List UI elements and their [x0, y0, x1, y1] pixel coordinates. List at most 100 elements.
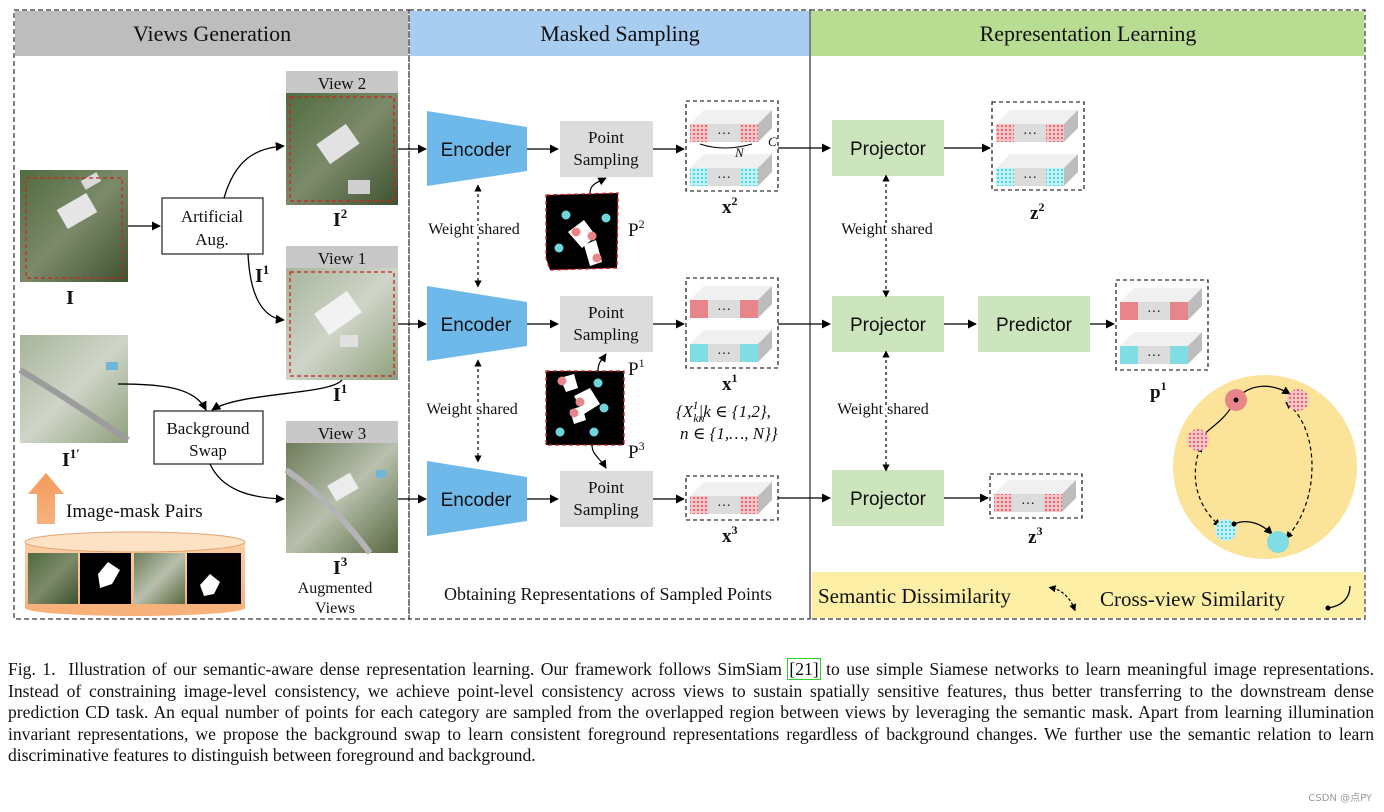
mask-p1-label: P1	[628, 356, 645, 380]
artificial-aug-label-1: Artificial	[181, 207, 244, 226]
weight-shared-encoder-label-1: Weight shared	[428, 221, 520, 238]
feature-p1-dots-2: ···	[1147, 349, 1161, 364]
view2-label: I2	[333, 206, 347, 231]
view3-title-bg	[286, 421, 398, 443]
figure-caption: Fig. 1. Illustration of our semantic-awa…	[8, 658, 1374, 767]
feature-p1	[1115, 279, 1209, 371]
view3-label: I3	[333, 554, 348, 579]
predictor-label: Predictor	[996, 315, 1073, 336]
encoder-bot-label: Encoder	[441, 490, 512, 511]
feature-x1-dots-2: ···	[717, 347, 731, 362]
legend-dissimilarity-label: Semantic Dissimilarity	[818, 584, 1012, 608]
framework-diagram: Views Generation Masked Sampling Represe…	[13, 9, 1366, 620]
feature-x2-n: N	[734, 145, 745, 160]
legend-dissimilarity-icon	[1048, 585, 1077, 612]
mask-p2-label: P2	[628, 217, 645, 241]
weight-shared-projector-label-2: Weight shared	[837, 401, 929, 418]
point-sampling-top-l1: Point	[588, 128, 624, 147]
masked-header	[410, 11, 809, 56]
legend-bar	[812, 572, 1364, 618]
feature-x2-dots-1: ···	[717, 127, 731, 142]
caption-text-2: to use simple Siamese networks to learn …	[8, 659, 1374, 765]
weight-shared-encoder-label-2: Weight shared	[426, 401, 518, 418]
feature-x2-c: C	[768, 134, 777, 149]
background-swap-box	[153, 410, 264, 465]
repr-header	[811, 11, 1364, 56]
point-sampling-mid	[560, 296, 653, 352]
caption-fig-label: Fig. 1.	[8, 659, 56, 679]
views-header-title: Views Generation	[133, 21, 291, 46]
point-sampling-bot-l1: Point	[588, 478, 624, 497]
view1-title: View 1	[318, 249, 367, 268]
repr-header-title: Representation Learning	[980, 21, 1197, 46]
encoder-top-label: Encoder	[441, 140, 512, 161]
point-sampling-bot-l2: Sampling	[573, 500, 639, 519]
feature-z2-dots-1: ···	[1023, 127, 1037, 142]
projector-bot	[832, 470, 944, 526]
background-image-label: I1′	[62, 446, 80, 471]
masked-footer: Obtaining Representations of Sampled Poi…	[444, 584, 772, 604]
feature-x2	[685, 100, 779, 192]
source-image-label: I	[66, 287, 74, 309]
masked-header-title: Masked Sampling	[540, 21, 700, 46]
point-sampling-bot	[560, 471, 653, 527]
arrow-p2-to-sampling	[589, 177, 607, 194]
encoder-mid-label: Encoder	[441, 315, 512, 336]
embedding-space-circle	[1173, 375, 1357, 559]
augmented-views-1: Augmented	[298, 580, 373, 597]
view2-title-bg	[286, 71, 398, 93]
background-image	[18, 335, 130, 443]
view3-image	[284, 443, 398, 555]
feature-z2-dots-2: ···	[1023, 171, 1037, 186]
arrow-aug-to-view1	[247, 253, 285, 324]
arrow-p3-to-sampling	[591, 444, 607, 469]
weight-shared-projector-label-1: Weight shared	[841, 221, 933, 238]
arrow-swap-to-view3	[209, 463, 285, 504]
arrow-bg-image-to-swap	[117, 383, 207, 411]
projector-top	[832, 120, 944, 176]
feature-x1-dots-1: ···	[717, 303, 731, 318]
arrow-view1-to-swap	[211, 379, 343, 411]
encoder-bot	[427, 461, 527, 536]
legend-similarity-dot	[1325, 605, 1331, 611]
background-swap-label-1: Background	[166, 419, 250, 438]
dataset-cylinder	[24, 531, 246, 616]
view1-title-bg	[286, 246, 398, 268]
mask-p1	[545, 370, 625, 446]
feature-z3-dots: ···	[1021, 497, 1035, 512]
legend-similarity-icon	[1327, 585, 1351, 609]
feature-z3-label: z3	[1028, 524, 1042, 548]
projector-mid	[832, 296, 944, 352]
view1-label: I1	[333, 381, 347, 406]
feature-p1-label: p1	[1150, 379, 1167, 403]
feature-x3-dots: ···	[717, 499, 731, 514]
up-arrow	[28, 473, 64, 524]
view1-image	[286, 268, 398, 380]
point-sampling-mid-l2: Sampling	[573, 325, 639, 344]
encoder-top	[427, 111, 527, 186]
set-notation-line1: {Xkn1|k ∈ {1,2},	[676, 398, 771, 425]
watermark: CSDN @点PY	[1308, 793, 1372, 804]
feature-x3	[685, 475, 779, 521]
mask-p3-label: P3	[628, 439, 645, 463]
augmented-views-2: Views	[315, 600, 355, 617]
feature-z3	[989, 473, 1083, 519]
feature-x2-dots-2: ···	[717, 171, 731, 186]
point-sampling-mid-l1: Point	[588, 303, 624, 322]
background-swap-label-2: Swap	[189, 441, 227, 460]
feature-x1	[685, 277, 779, 369]
view2-image	[286, 93, 398, 205]
image-mask-pairs-label: Image-mask Pairs	[66, 501, 203, 522]
legend-similarity-label: Cross-view Similarity	[1100, 587, 1285, 611]
view2-title: View 2	[318, 74, 367, 93]
artificial-aug-label-2: Aug.	[195, 230, 229, 249]
feature-z2	[991, 101, 1085, 191]
mask-p2	[545, 192, 619, 271]
feature-p1-dots-1: ···	[1147, 305, 1161, 320]
source-image	[20, 170, 128, 282]
view3-title: View 3	[318, 424, 367, 443]
citation-link[interactable]: [21]	[787, 658, 821, 680]
artificial-aug-box	[161, 197, 264, 255]
views-header	[15, 11, 408, 56]
repr-frame	[809, 9, 1366, 620]
